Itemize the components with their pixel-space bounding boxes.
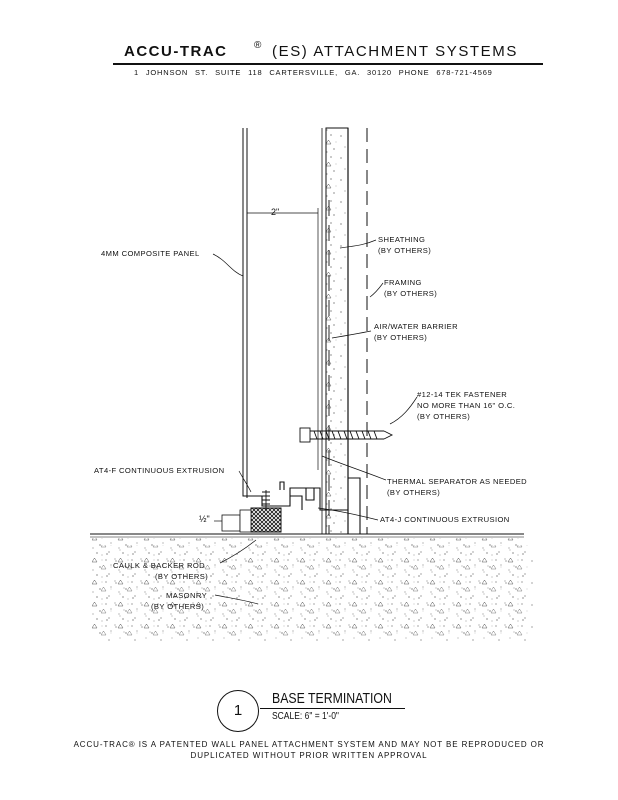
label-tek-fastener-spacing: NO MORE THAN 16" O.C. <box>417 401 516 410</box>
header-address: 1 JOHNSON ST. SUITE 118 CARTERSVILLE, GA… <box>134 68 493 77</box>
base-screw <box>262 490 270 510</box>
leaders <box>212 239 418 605</box>
label-masonry-by-others: (BY OTHERS) <box>151 602 205 611</box>
label-framing-by-others: (BY OTHERS) <box>384 289 438 298</box>
dimension-half-in-label: ½" <box>199 514 210 524</box>
label-sheathing-by-others: (BY OTHERS) <box>378 246 432 255</box>
label-at4f-extrusion: AT4-F CONTINUOUS EXTRUSION <box>94 466 225 475</box>
tek-fastener <box>299 427 394 443</box>
label-caulk-by-others: (BY OTHERS) <box>155 572 209 581</box>
sheathing-wall <box>321 127 368 535</box>
label-tek-fastener-by-others: (BY OTHERS) <box>417 412 471 421</box>
label-sheathing: SHEATHING <box>378 235 426 244</box>
label-thermal-separator-by-others: (BY OTHERS) <box>387 488 441 497</box>
brand-name: ACCU-TRAC <box>124 43 228 60</box>
caulk-backer-rod <box>221 507 282 533</box>
label-framing: FRAMING <box>384 278 422 287</box>
detail-number: 1 <box>233 702 243 719</box>
footer-line-1: ACCU-TRAC® IS A PATENTED WALL PANEL ATTA… <box>73 740 545 749</box>
detail-scale: SCALE: 6" = 1'-0" <box>272 711 339 722</box>
composite-panel <box>242 128 262 498</box>
extrusions <box>261 477 361 534</box>
label-air-water-barrier-by-others: (BY OTHERS) <box>374 333 428 342</box>
footer-notice: ACCU-TRAC® IS A PATENTED WALL PANEL ATTA… <box>0 739 618 761</box>
label-air-water-barrier: AIR/WATER BARRIER <box>374 322 459 331</box>
label-tek-fastener: #12-14 TEK FASTENER <box>417 390 508 399</box>
label-at4j-extrusion: AT4-J CONTINUOUS EXTRUSION <box>380 515 510 524</box>
label-thermal-separator: THERMAL SEPARATOR AS NEEDED <box>387 477 528 486</box>
header-title: (ES) ATTACHMENT SYSTEMS <box>272 43 518 60</box>
dimension-2in-label: 2" <box>271 207 280 217</box>
detail-title-rule <box>260 708 405 710</box>
label-composite-panel: 4MM COMPOSITE PANEL <box>101 249 200 258</box>
dimension-2in <box>246 208 319 470</box>
footer-line-2: DUPLICATED WITHOUT PRIOR WRITTEN APPROVA… <box>190 751 428 760</box>
detail-title: BASE TERMINATION <box>272 690 392 707</box>
label-caulk-backer-rod: CAULK & BACKER ROD <box>113 561 206 570</box>
detail-number-circle: 1 <box>217 690 259 732</box>
registered-mark: ® <box>254 40 262 51</box>
header-rule <box>113 63 543 65</box>
masonry-slab <box>90 533 533 641</box>
label-masonry: MASONRY <box>166 591 208 600</box>
